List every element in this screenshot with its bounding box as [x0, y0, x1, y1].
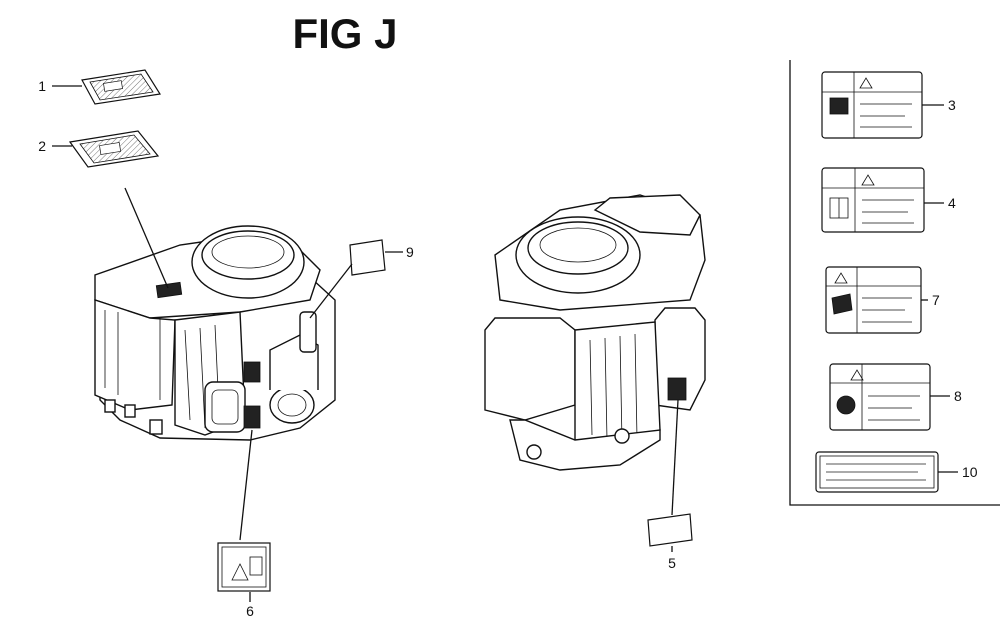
callout-7: 7 [932, 292, 940, 308]
label-panel-frame [789, 60, 1000, 506]
emblem-label-2 [68, 130, 160, 168]
caution-label-8 [829, 363, 931, 431]
leader-line-9-engine [309, 263, 353, 319]
info-label-10 [815, 451, 939, 493]
sticker-label-5 [647, 513, 693, 547]
leader-line-5-engine [671, 399, 679, 516]
leader-line-2-engine [124, 187, 169, 289]
callout-4: 4 [948, 195, 956, 211]
callout-2: 2 [38, 138, 46, 154]
caution-label-3 [821, 71, 923, 139]
engine-left [94, 225, 336, 441]
sticker-label-9 [349, 239, 386, 276]
callout-10: 10 [962, 464, 978, 480]
callout-1: 1 [38, 78, 46, 94]
engine-right [484, 194, 706, 471]
leader-line-6-engine [239, 429, 253, 541]
callout-3: 3 [948, 97, 956, 113]
callout-8: 8 [954, 388, 962, 404]
caution-label-7 [825, 266, 922, 334]
callout-6: 6 [246, 603, 254, 619]
emblem-label-1 [81, 69, 161, 105]
callout-5: 5 [668, 555, 676, 571]
warning-label-6 [217, 542, 271, 592]
callout-9: 9 [406, 244, 414, 260]
figure-title: FIG J [292, 10, 397, 57]
caution-label-4 [821, 167, 925, 233]
